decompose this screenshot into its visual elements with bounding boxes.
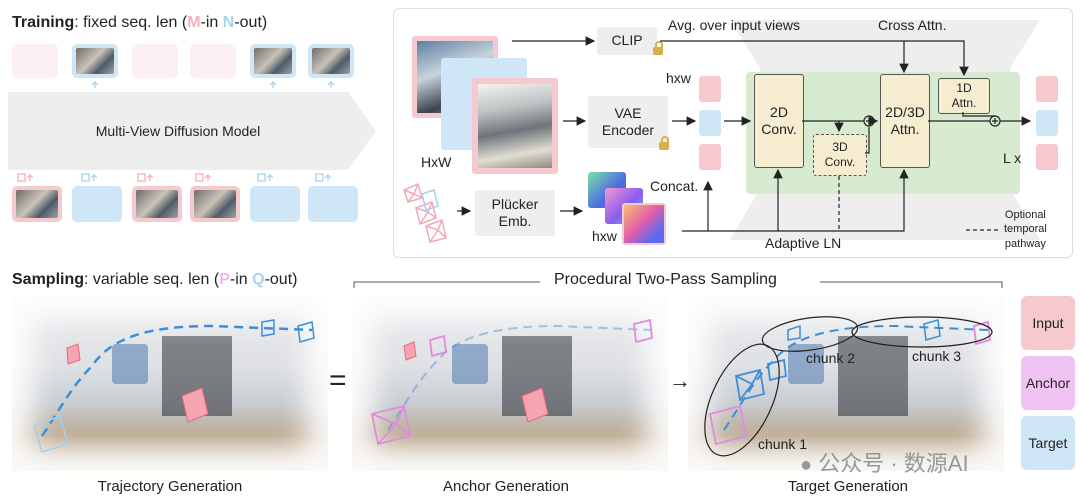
target-tile — [72, 186, 122, 222]
training-header: Training: fixed seq. len (M-in N-out) — [12, 14, 267, 32]
output-tile — [250, 44, 296, 78]
sampling-mid: -in — [229, 271, 253, 288]
optional-line-2: temporal — [1004, 223, 1047, 236]
anchor-caption: Anchor Generation — [443, 478, 569, 495]
sampling-p: P — [219, 271, 230, 288]
clip-label: CLIP — [611, 32, 643, 49]
training-desc-b: -out) — [234, 14, 268, 31]
plucker-label-2: Emb. — [498, 213, 532, 229]
conv3d-label-2: Conv. — [824, 155, 856, 169]
legend-target: Target — [1021, 416, 1075, 470]
cross-attn-label: Cross Attn. — [878, 17, 947, 33]
watermark-text: 公众号 · 数源AI — [818, 451, 969, 476]
image-card-front — [472, 78, 558, 174]
target-caption: Target Generation — [787, 478, 909, 495]
training-m: M — [187, 14, 201, 31]
output-token-pink — [1036, 76, 1058, 102]
watermark: ● 公众号 · 数源AI — [800, 446, 969, 478]
training-n: N — [222, 14, 235, 31]
sampling-title: Sampling — [12, 271, 85, 288]
optional-line-1: Optional — [1004, 209, 1046, 221]
hxw-top-label: hxw — [666, 70, 691, 86]
input-tile — [190, 186, 240, 222]
output-tile — [308, 44, 354, 78]
attn1d-label-2: Attn. — [951, 96, 977, 110]
avg-label: Avg. over input views — [668, 17, 801, 33]
optional-pathway-note: Optional temporal pathway — [1004, 208, 1047, 251]
anchor-scene — [352, 296, 668, 471]
trajectory-overlay — [33, 319, 315, 453]
concat-label: Concat. — [650, 178, 699, 194]
attn-label-1: 2D/3D — [885, 103, 925, 120]
conv2d-label-2: Conv. — [761, 121, 797, 137]
conv2d-label-1: 2D — [770, 103, 788, 120]
output-tile — [72, 44, 118, 78]
vae-label-2: Encoder — [601, 122, 655, 138]
sampling-header: Sampling: variable seq. len (P-in Q-out) — [12, 271, 297, 289]
conv3d-label-1: 3D — [832, 140, 848, 154]
training-small-arrows — [17, 81, 335, 182]
target-scene — [688, 296, 1004, 471]
chunk-3-label: chunk 3 — [912, 348, 962, 364]
wechat-icon: ● — [800, 454, 813, 476]
output-tile-faint — [12, 44, 58, 78]
attn1d-label-1: 1D — [956, 81, 972, 95]
camera-frustum-icon — [403, 182, 447, 243]
legend-input: Input — [1021, 296, 1075, 350]
training-desc-a: : fixed seq. len ( — [74, 14, 188, 31]
latent-token-pink — [699, 144, 721, 170]
hxw-big-label: HxW — [421, 154, 452, 170]
architecture-connectors — [457, 36, 1032, 232]
target-tile — [250, 186, 300, 222]
equals-sign: = — [329, 364, 347, 397]
sampling-desc-b: -out) — [264, 271, 298, 288]
input-tile — [132, 186, 182, 222]
training-title: Training — [12, 14, 75, 31]
training-mid: -in — [200, 14, 223, 31]
sampling-desc-a: : variable seq. len ( — [84, 271, 220, 288]
adaptive-ln-label: Adaptive LN — [765, 235, 842, 251]
plucker-label-1: Plücker — [491, 195, 539, 212]
target-tile — [308, 186, 358, 222]
next-arrow: → — [669, 368, 691, 393]
clip-lock-icon — [653, 41, 663, 55]
trajectory-caption: Trajectory Generation — [97, 478, 243, 495]
output-tile-faint — [132, 44, 178, 78]
output-token-blue — [1036, 110, 1058, 136]
model-label: Multi-View Diffusion Model — [95, 123, 261, 139]
latent-token-pink — [699, 76, 721, 102]
hxw-bottom-label: hxw — [592, 228, 617, 244]
procedural-title: Procedural Two-Pass Sampling — [554, 271, 777, 288]
chunk-2-label: chunk 2 — [806, 350, 856, 366]
input-tile — [12, 186, 62, 222]
multi-view-diffusion-model: Multi-View Diffusion Model — [8, 92, 348, 170]
latent-token-blue — [699, 110, 721, 136]
vae-lock-icon — [659, 136, 669, 150]
layers-label: L x — [1003, 150, 1022, 166]
output-token-pink — [1036, 144, 1058, 170]
clip-box: CLIP — [597, 27, 657, 55]
sampling-q: Q — [252, 271, 265, 288]
legend-input-label: Input — [1032, 315, 1064, 331]
legend-anchor-label: Anchor — [1025, 375, 1071, 391]
legend-anchor: Anchor — [1021, 356, 1075, 410]
vae-label-1: VAE — [614, 104, 642, 121]
trajectory-scene — [12, 296, 328, 471]
anchor-overlay — [370, 318, 653, 446]
legend-target-label: Target — [1028, 435, 1068, 451]
optional-line-3: pathway — [1004, 237, 1046, 250]
model-arrow — [348, 92, 376, 170]
output-tile-faint — [190, 44, 236, 78]
target-overlay — [704, 316, 993, 457]
chunk-1-label: chunk 1 — [758, 436, 808, 452]
plucker-map — [622, 203, 666, 245]
attn-label-2: Attn. — [890, 121, 920, 137]
procedural-bracket — [353, 281, 1003, 288]
